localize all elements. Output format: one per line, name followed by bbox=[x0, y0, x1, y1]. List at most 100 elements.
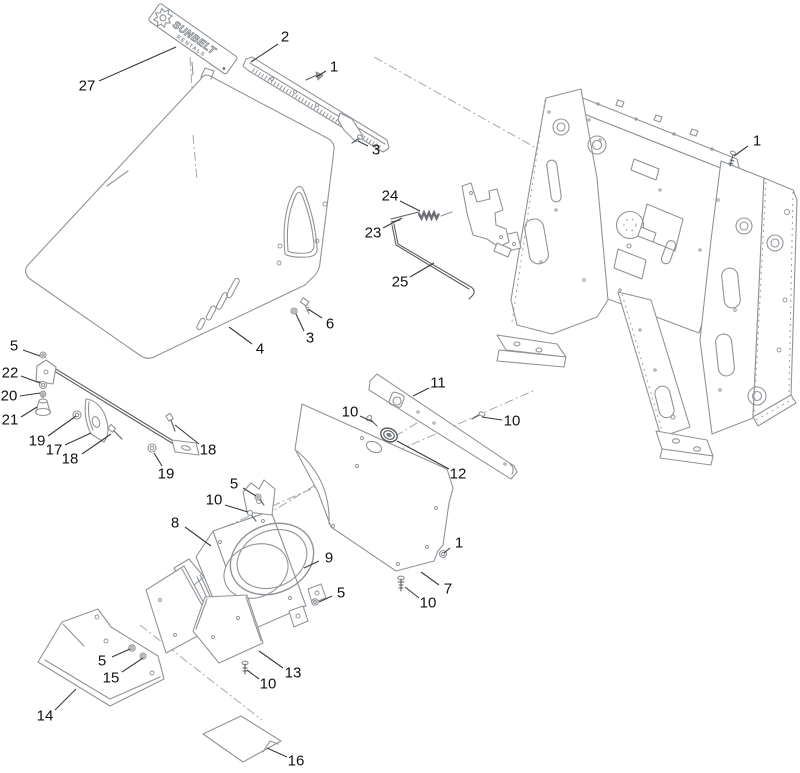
callout-leader-10 bbox=[481, 416, 503, 421]
machine-frame bbox=[496, 88, 798, 466]
screw-part10d bbox=[397, 575, 405, 592]
screw-part3a bbox=[351, 134, 363, 144]
callout-label-17: 17 bbox=[46, 442, 63, 459]
callout-label-22: 22 bbox=[2, 365, 19, 382]
callout-label-16: 16 bbox=[288, 753, 305, 770]
callout-leader-5 bbox=[242, 487, 257, 497]
grommet-part12 bbox=[380, 427, 398, 443]
guard-part14 bbox=[37, 608, 165, 707]
callout-label-19: 19 bbox=[29, 433, 46, 450]
latch-rod-assembly bbox=[390, 182, 512, 300]
callout-leader-12 bbox=[396, 440, 450, 470]
bolt-part18b bbox=[165, 412, 176, 432]
callout-label-19: 19 bbox=[158, 466, 175, 483]
callout-leader-17 bbox=[64, 432, 92, 446]
screw-part5b bbox=[254, 493, 265, 506]
callout-leader-5 bbox=[111, 648, 131, 658]
callout-label-15: 15 bbox=[103, 670, 120, 687]
callout-label-3: 3 bbox=[372, 142, 380, 159]
washer-part20 bbox=[39, 390, 47, 398]
latch-bar-part11 bbox=[368, 373, 518, 480]
washer-part22 bbox=[38, 380, 48, 390]
callout-leader-18 bbox=[81, 433, 112, 455]
callout-leader-25 bbox=[409, 262, 435, 278]
callout-label-7: 7 bbox=[444, 581, 452, 598]
washer-part3b bbox=[290, 307, 298, 315]
callout-leader-1 bbox=[733, 145, 749, 157]
side-panel-part13 bbox=[192, 594, 264, 664]
callout-leader-8 bbox=[184, 526, 212, 547]
callout-leader-22 bbox=[20, 375, 41, 384]
callout-label-5: 5 bbox=[337, 585, 345, 602]
callout-label-25: 25 bbox=[392, 274, 409, 291]
callout-leader-5 bbox=[318, 595, 333, 603]
callout-leader-10 bbox=[359, 415, 374, 423]
hood-fasteners bbox=[290, 71, 737, 315]
screw-part10c bbox=[246, 509, 257, 522]
callout-label-10: 10 bbox=[504, 413, 521, 430]
callout-label-9: 9 bbox=[325, 550, 333, 567]
callout-leader-13 bbox=[258, 650, 284, 669]
heat-shield-part7 bbox=[294, 403, 454, 572]
callout-leader-7 bbox=[420, 571, 440, 586]
callout-leader-20 bbox=[19, 392, 41, 397]
callout-layer: 2721312423255222021191718181911101012510… bbox=[1, 29, 762, 770]
callout-label-1: 1 bbox=[330, 59, 338, 76]
callout-label-5: 5 bbox=[230, 476, 238, 493]
callout-label-1: 1 bbox=[753, 133, 761, 150]
callout-label-6: 6 bbox=[326, 316, 334, 333]
callout-label-10: 10 bbox=[206, 492, 223, 509]
rod-part23 bbox=[390, 211, 420, 220]
callout-label-1: 1 bbox=[455, 535, 463, 552]
callout-leader-21 bbox=[20, 406, 38, 418]
screw-part10a bbox=[365, 414, 378, 427]
callout-leader-1 bbox=[315, 70, 327, 78]
callout-leader-3 bbox=[295, 313, 305, 332]
screw-part1a bbox=[305, 71, 324, 81]
callout-leader-5 bbox=[22, 349, 41, 357]
callout-label-21: 21 bbox=[2, 412, 19, 429]
support-rod-assembly bbox=[34, 351, 200, 456]
callout-label-27: 27 bbox=[79, 78, 96, 95]
fan-ring-part9 bbox=[229, 522, 315, 596]
callout-label-18: 18 bbox=[62, 451, 79, 468]
nut-part5c bbox=[311, 598, 319, 606]
callout-leader-11 bbox=[412, 387, 430, 397]
callout-label-2: 2 bbox=[281, 29, 289, 46]
callout-leader-10 bbox=[246, 669, 260, 680]
callout-label-10: 10 bbox=[420, 595, 437, 612]
callout-leader-23 bbox=[382, 217, 403, 229]
callout-leader-10 bbox=[224, 504, 249, 513]
shroud-fasteners bbox=[246, 493, 319, 606]
screw-part10b bbox=[471, 411, 486, 420]
callout-label-20: 20 bbox=[1, 388, 18, 405]
callout-leader-27 bbox=[98, 46, 177, 82]
screw-part10e bbox=[241, 660, 249, 675]
callout-leader-1 bbox=[443, 547, 451, 554]
callout-leader-16 bbox=[266, 747, 288, 758]
callout-leader-14 bbox=[54, 688, 77, 711]
callout-label-3: 3 bbox=[306, 330, 314, 347]
bracket-part17 bbox=[84, 398, 109, 443]
callout-label-8: 8 bbox=[171, 515, 179, 532]
callout-label-10: 10 bbox=[342, 404, 359, 421]
callout-leader-10 bbox=[404, 586, 420, 599]
callout-leader-18 bbox=[174, 424, 200, 445]
callout-leader-19 bbox=[47, 415, 77, 437]
nut-part5d bbox=[128, 644, 136, 652]
callout-leader-4 bbox=[228, 326, 253, 345]
callout-label-5: 5 bbox=[10, 338, 18, 355]
washer-part5a bbox=[39, 351, 47, 359]
hood-part4 bbox=[24, 67, 335, 359]
callout-leader-3 bbox=[357, 140, 369, 147]
bolt-part6 bbox=[299, 297, 311, 315]
callout-label-10: 10 bbox=[260, 676, 277, 693]
callout-leader-6 bbox=[307, 308, 323, 319]
screw-part1b bbox=[728, 150, 737, 167]
callout-leader-24 bbox=[399, 200, 421, 212]
sun-gear-icon bbox=[153, 7, 173, 28]
plate-part16 bbox=[202, 715, 282, 763]
decal-part27: SUNBELT RENTALS bbox=[148, 3, 238, 75]
